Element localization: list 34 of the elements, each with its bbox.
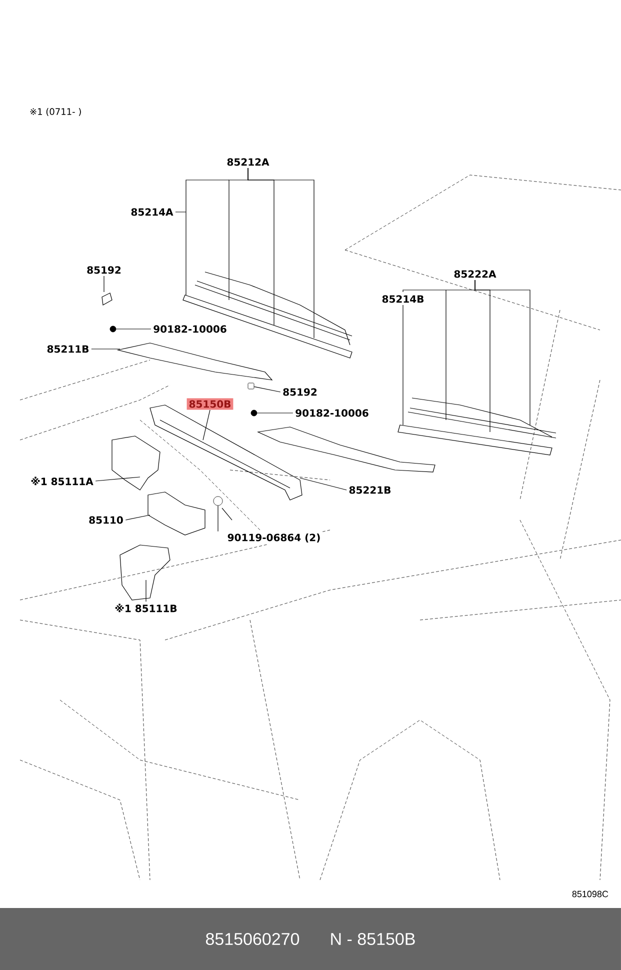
part-number: 85214A — [128, 206, 176, 218]
clip-drawing — [248, 382, 254, 390]
washer-drawing — [250, 410, 258, 416]
drawing-number: 851098C — [572, 890, 608, 898]
part-number: 90182-10006 — [293, 407, 371, 419]
leader-line — [474, 280, 530, 426]
leader-line — [125, 514, 150, 520]
part-number: 85192 — [84, 264, 124, 276]
bolt-drawing — [213, 496, 223, 506]
part-number: 85192 — [280, 386, 320, 398]
leader-line — [175, 180, 230, 296]
part-number: ※1 85111A — [28, 474, 96, 488]
leader-line — [91, 348, 120, 350]
part-number: 90182-10006 — [151, 323, 229, 335]
highlighted-part-number: 85150B — [186, 398, 234, 410]
leader-line — [248, 168, 314, 338]
note-text: ※1 (0711- ) — [30, 108, 81, 116]
part-number: 85214B — [380, 293, 426, 305]
leader-line — [202, 410, 210, 440]
leader-line — [116, 328, 152, 330]
part-number: 85221B — [346, 484, 394, 496]
part-number: ※1 85111B — [112, 602, 180, 614]
leader-line — [254, 386, 281, 392]
leader-line — [95, 476, 140, 482]
leader-line — [256, 412, 294, 414]
leader-line — [300, 478, 347, 490]
part-number: 85211B — [44, 343, 92, 355]
part-number: 85212A — [224, 156, 272, 168]
footer-bar: 8515060270 N - 85150B — [0, 908, 621, 970]
washer-drawing — [110, 326, 116, 332]
part-number: 90119-06864 (2) — [225, 532, 323, 544]
part-number: 85222A — [452, 268, 498, 280]
part-number: 85110 — [86, 514, 126, 526]
leader-line — [402, 304, 404, 426]
